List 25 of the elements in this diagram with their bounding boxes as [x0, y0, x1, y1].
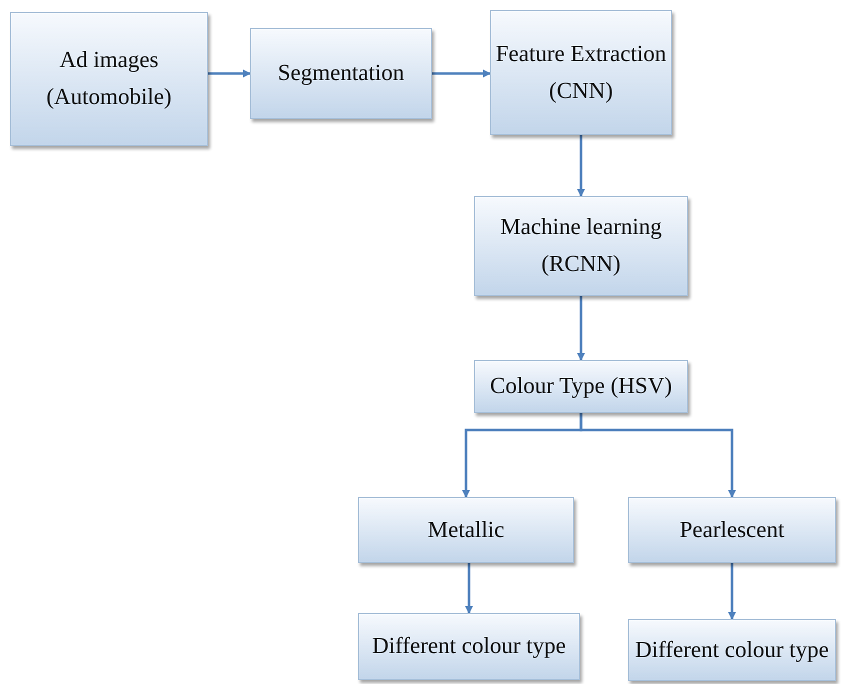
process-box [358, 613, 580, 680]
box-label: Feature Extraction (CNN) [495, 40, 667, 105]
process-box [358, 497, 574, 563]
arrow [208, 70, 251, 78]
box-label: Segmentation [278, 59, 404, 88]
box-label: Colour Type (HSV) [490, 372, 672, 400]
arrow [728, 563, 736, 620]
box-label: Different colour type [372, 632, 566, 660]
arrow [577, 135, 585, 197]
process-box [628, 497, 836, 563]
process-box [628, 619, 836, 681]
box-label: Machine learning (RCNN) [499, 213, 663, 278]
arrow [432, 70, 491, 78]
process-box [474, 360, 688, 413]
process-box [250, 28, 432, 119]
arrow [580, 413, 736, 498]
process-box [490, 10, 672, 135]
box-label: Ad images (Automobile) [45, 46, 173, 111]
arrow [577, 296, 585, 361]
box-label: Different colour type [635, 636, 829, 664]
arrow [465, 563, 473, 614]
box-label: Pearlescent [680, 516, 784, 544]
box-label: Metallic [428, 516, 504, 544]
process-box [10, 12, 208, 146]
process-box [474, 196, 688, 296]
